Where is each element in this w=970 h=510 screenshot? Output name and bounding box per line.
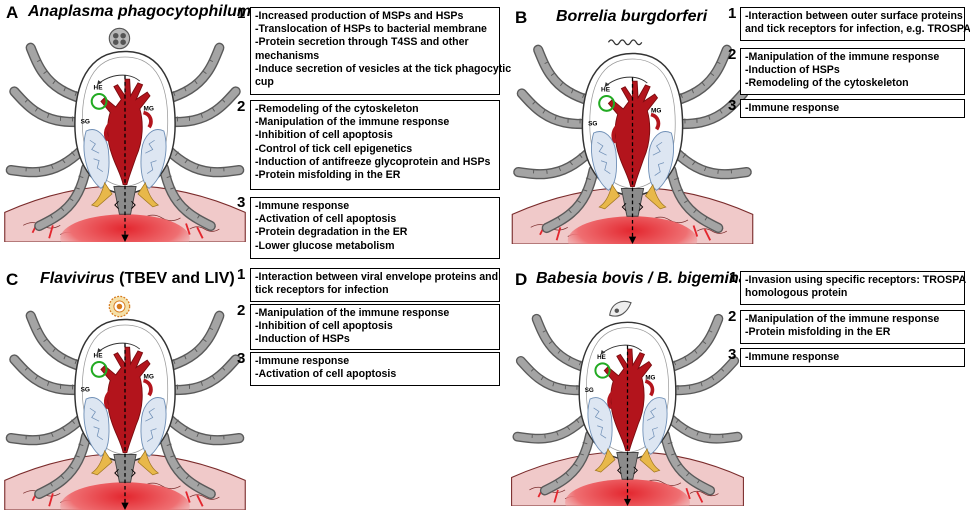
panel-title: Babesia bovis / B. bigemina [536, 270, 748, 288]
panel-title: Borrelia burgdorferi [556, 8, 707, 26]
pathogen-name: Anaplasma phagocytophilum [28, 3, 252, 20]
effects-box-1: -Interaction between outer surface prote… [740, 7, 970, 41]
tick-illustration [0, 27, 250, 242]
effects-box-3: -Immune response -Activation of cell apo… [250, 197, 500, 259]
effect-line: -Protein degradation in the ER [255, 226, 408, 239]
effect-line: -Interaction between viral envelope prot… [255, 271, 499, 283]
effect-line: tick receptors for infection [255, 284, 389, 297]
effect-line: -Control of tick cell epigenetics [255, 142, 413, 155]
anaplasma-morula-icon [108, 27, 131, 50]
box-number: 1 [728, 5, 737, 22]
box-number: 3 [237, 350, 246, 367]
box-number: 2 [237, 302, 246, 319]
effect-line: -Induction of HSPs [745, 64, 840, 77]
effect-line: -Protein secretion through T4SS and othe… [255, 36, 469, 49]
effect-line: homologous protein [745, 287, 848, 300]
pathogen-name: Babesia bovis / B. bigemina [536, 270, 748, 287]
effect-line: -Protein misfolding in the ER [745, 326, 891, 339]
effects-box-1: -Interaction between viral envelope prot… [250, 268, 500, 302]
virus-particle-icon [108, 295, 131, 318]
effect-line: -Protein misfolding in the ER [255, 169, 401, 182]
effect-line: -Manipulation of the immune response [255, 116, 450, 129]
effect-line: -Activation of cell apoptosis [255, 368, 397, 381]
panel-letter: D [515, 270, 528, 289]
effect-line: -Induction of antifreeze glycoprotein an… [255, 155, 491, 168]
spirochete-icon [607, 39, 643, 46]
effect-line: -Inhibition of cell apoptosis [255, 129, 393, 142]
pathogen-name: Flavivirus [40, 270, 115, 287]
effect-line: -Lower glucose metabolism [255, 239, 395, 252]
effect-line: -Immune response [255, 200, 350, 212]
tick-illustration [510, 300, 745, 506]
box-number: 3 [728, 346, 737, 363]
effect-line: -Invasion using specific receptors: TROS… [745, 274, 967, 286]
effect-line: -Induce secretion of vesicles at the tic… [255, 62, 512, 75]
panel-title: Anaplasma phagocytophilum [28, 3, 251, 21]
babesia-parasite-icon [609, 300, 632, 317]
effect-line: -Manipulation of the immune response [745, 51, 940, 63]
panel-letter: C [6, 270, 19, 289]
effects-box-3: -Immune response [740, 348, 965, 367]
effect-line: -Induction of HSPs [255, 333, 350, 346]
effect-line: -Remodeling of the cytoskeleton [745, 77, 909, 90]
effects-box-2: -Manipulation of the immune response -In… [250, 304, 500, 350]
box-number: 1 [237, 5, 246, 22]
panel-title: Flavivirus (TBEV and LIV) [40, 270, 235, 288]
tick-illustration [0, 295, 250, 510]
panel-letter: A [6, 3, 19, 22]
box-number: 3 [728, 97, 737, 114]
panel-letter: B [515, 8, 528, 27]
effects-box-2: -Manipulation of the immune response -Pr… [740, 310, 965, 344]
effects-box-3: -Immune response -Activation of cell apo… [250, 352, 500, 386]
effect-line: -Inhibition of cell apoptosis [255, 320, 393, 333]
box-number: 3 [237, 194, 246, 211]
effect-line: mechanisms [255, 49, 320, 62]
effect-line: -Manipulation of the immune response [745, 313, 940, 325]
effects-box-1: -Invasion using specific receptors: TROS… [740, 271, 967, 305]
effect-line: -Manipulation of the immune response [255, 307, 450, 319]
effects-box-2: -Remodeling of the cytoskeleton -Manipul… [250, 100, 500, 190]
box-number: 1 [237, 266, 246, 283]
effects-box-1: -Increased production of MSPs and HSPs -… [250, 7, 512, 95]
box-number: 1 [729, 269, 738, 286]
tick-illustration [510, 39, 755, 244]
effect-line: -Interaction between outer surface prote… [745, 10, 963, 22]
box-number: 2 [728, 46, 737, 63]
effects-box-2: -Manipulation of the immune response -In… [740, 48, 965, 95]
effect-line: -Translocation of HSPs to bacterial memb… [255, 23, 487, 36]
box-number: 2 [237, 98, 246, 115]
box-number: 2 [728, 308, 737, 325]
effect-line: -Immune response [255, 355, 350, 367]
effect-line: -Immune response [745, 102, 840, 114]
effect-line: -Activation of cell apoptosis [255, 213, 397, 226]
effects-box-3: -Immune response [740, 99, 965, 118]
effect-line: cup [255, 76, 274, 89]
effect-line: and tick receptors for infection, e.g. T… [745, 23, 970, 36]
effect-line: -Remodeling of the cytoskeleton [255, 103, 419, 115]
pathogen-name-suffix: (TBEV and LIV) [114, 270, 235, 287]
effect-line: -Immune response [745, 351, 840, 363]
effect-line: -Increased production of MSPs and HSPs [255, 10, 464, 22]
pathogen-name: Borrelia burgdorferi [556, 8, 708, 25]
